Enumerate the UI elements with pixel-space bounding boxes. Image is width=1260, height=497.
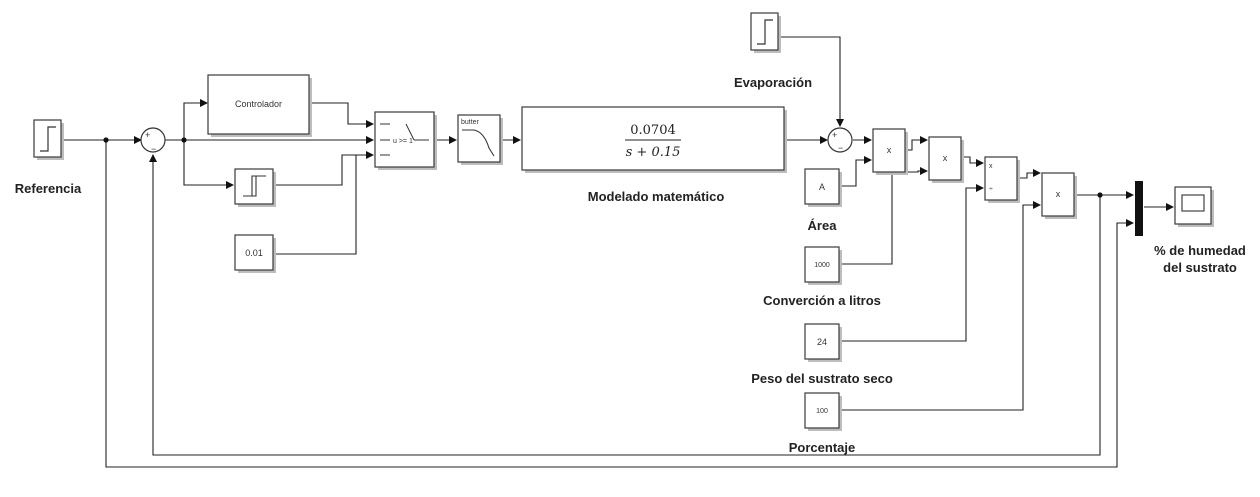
evaporation-label: Evaporación (734, 75, 812, 90)
reference-label: Referencia (15, 181, 82, 196)
switch-condition: u >= 1 (393, 138, 413, 145)
divide-top-sign: x (989, 163, 993, 170)
humidity-label-line2: del sustrato (1163, 260, 1237, 275)
step-icon (40, 126, 56, 152)
conversion-label: Converción a litros (763, 293, 881, 308)
scope-block[interactable] (1174, 186, 1214, 227)
switch-icon (380, 123, 429, 156)
constant-24-value: 24 (817, 337, 827, 347)
relay-block[interactable] (234, 168, 276, 207)
step-icon (757, 19, 773, 45)
constant-001-block[interactable]: 0.01 (234, 234, 276, 273)
switch-block[interactable]: u >= 1 (374, 111, 437, 170)
divide-bottom-sign: ÷ (989, 186, 993, 193)
constant-1000-value: 1000 (814, 262, 830, 269)
block-labels: Referencia Evaporación Modelado matemáti… (15, 75, 1246, 455)
relay-icon (243, 175, 266, 197)
constant-100-value: 100 (816, 408, 828, 415)
butter-label: butter (461, 119, 480, 126)
scope-screen-icon (1181, 194, 1205, 212)
constant-1000-block[interactable]: 1000 (804, 246, 842, 285)
constant-area-value: A (819, 182, 825, 192)
area-label: Área (808, 218, 838, 233)
controller-block[interactable]: Controlador (207, 74, 312, 137)
sum1-plus-sign: + (145, 130, 150, 140)
evaporation-step-block[interactable] (750, 12, 781, 53)
sum-block-1[interactable]: + − (140, 127, 166, 154)
transfer-function-block[interactable]: 0.0704 s + 0.15 (521, 106, 787, 173)
constant-24-block[interactable]: 24 (804, 323, 842, 362)
dry-substrate-weight-label: Peso del sustrato seco (751, 371, 893, 386)
model-label: Modelado matemático (588, 189, 725, 204)
lowpass-curve-icon (462, 129, 495, 157)
product-block-1[interactable]: x (872, 128, 908, 175)
humidity-label-line1: % de humedad (1154, 243, 1246, 258)
divide-block[interactable]: x ÷ (984, 156, 1020, 203)
product-block-3[interactable]: x (1041, 172, 1077, 219)
mux-block[interactable] (1135, 181, 1143, 236)
junction-dots (103, 137, 1103, 198)
constant-100-block[interactable]: 100 (804, 392, 842, 431)
product1-sign: x (887, 145, 892, 155)
sum2-plus-sign: + (832, 130, 837, 140)
controller-label: Controlador (235, 99, 282, 109)
percentage-label: Porcentaje (789, 440, 855, 455)
product3-sign: x (1056, 189, 1061, 199)
signal-wires (62, 36, 1174, 468)
constant-area-block[interactable]: A (804, 168, 842, 207)
reference-step-block[interactable] (33, 119, 64, 160)
product2-sign: x (943, 153, 948, 163)
sum2-minus-sign: − (838, 143, 843, 153)
product-block-2[interactable]: x (928, 136, 964, 183)
tf-numerator: 0.0704 (630, 123, 676, 138)
sum-block-2[interactable]: + − (827, 127, 853, 153)
butter-filter-block[interactable]: butter (457, 114, 503, 165)
sum1-minus-sign: − (151, 144, 156, 154)
constant-001-value: 0.01 (245, 248, 263, 258)
tf-denominator: s + 0.15 (626, 145, 681, 160)
